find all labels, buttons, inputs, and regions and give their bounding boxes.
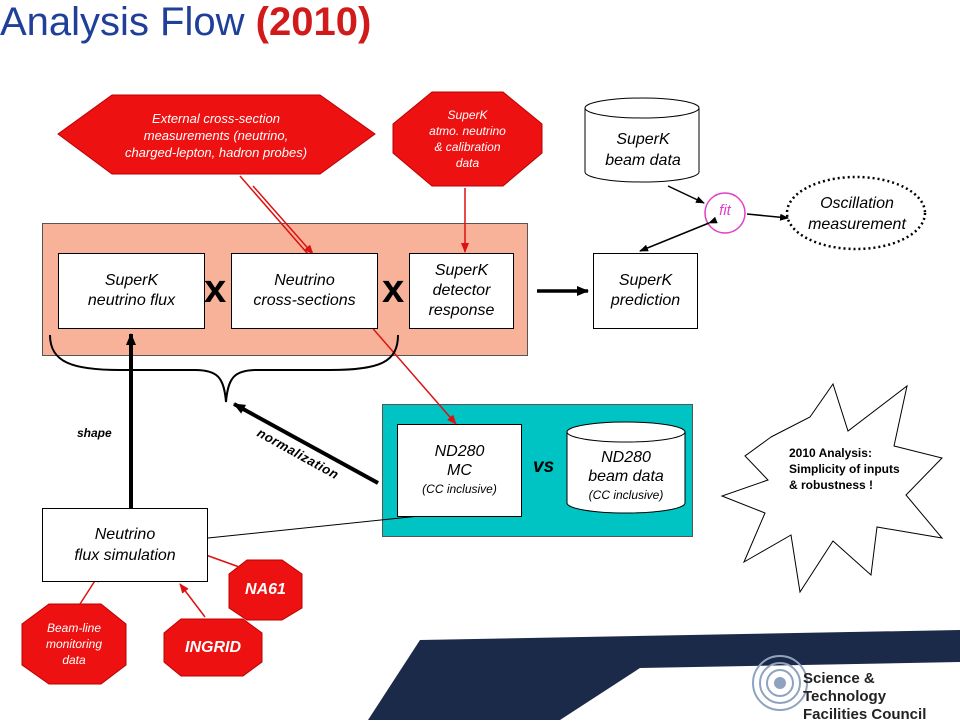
stfc-logo-line: Science & Technology (803, 670, 887, 705)
superk-beam-data-cylinder (584, 97, 700, 183)
stfc-logo-icon (752, 655, 808, 711)
superk-prediction-box: SuperK prediction (593, 253, 698, 329)
stfc-logo-text: Science & Technology Facilities Council (803, 670, 960, 724)
nd280-mc-line: ND280 (434, 443, 485, 460)
detector-response-line: detector (432, 282, 491, 299)
beamline-line: data (62, 653, 86, 667)
superk-atmo-line: atmo. neutrino (429, 124, 506, 138)
superk-atmo-line: SuperK (447, 108, 488, 122)
neutrino-xsec-box: Neutrino cross-sections (231, 253, 378, 329)
analysis-starburst (720, 382, 944, 594)
nd280-mc-box: ND280 MC (CC inclusive) (397, 424, 522, 517)
flux-simulation-line: flux simulation (74, 547, 176, 564)
detector-response-line: response (428, 302, 495, 319)
nd280-beam-data-line: ND280 (601, 448, 651, 466)
detector-response-line: SuperK (434, 262, 489, 279)
nd280-mc-line: MC (447, 462, 472, 479)
superk-beam-data-label: SuperK beam data (588, 124, 698, 176)
beamline-octagon (21, 603, 127, 685)
neutrino-xsec-line: Neutrino (274, 272, 335, 289)
beamline-line: Beam-line (46, 621, 102, 635)
flux-simulation-line: Neutrino (94, 526, 156, 543)
oscillation-ellipse (785, 175, 927, 251)
product-brace (49, 334, 399, 403)
shape-label: shape (77, 426, 112, 440)
nd280-beam-data-line: beam data (588, 467, 664, 485)
ingrid-label: INGRID (185, 638, 241, 656)
superk-flux-line: SuperK (104, 272, 159, 289)
page-title: Analysis Flow (2010) (0, 0, 960, 45)
arrow-ingrid-to-flux (179, 583, 206, 618)
superk-beam-data-line: SuperK (616, 131, 670, 148)
title-year: (2010) (255, 0, 372, 44)
detector-response-box: SuperK detector response (409, 253, 514, 329)
na61-octagon (228, 559, 303, 621)
arrow-xsec-to-cross-sections (252, 185, 314, 255)
superk-beam-data-line: beam data (605, 152, 681, 169)
superk-flux-box: SuperK neutrino flux (58, 253, 205, 329)
analysis-note-line: Simplicity of inputs (789, 462, 900, 476)
beamline-label: Beam-line monitoring data (22, 608, 126, 680)
external-xsec-label: External cross-section measurements (neu… (70, 100, 362, 170)
arrow-fit-to-prediction (639, 216, 718, 252)
superk-atmo-line: & calibration (434, 140, 501, 154)
superk-prediction-line: SuperK (618, 272, 673, 289)
vs-label: vs (533, 456, 555, 477)
neutrino-xsec-line: cross-sections (253, 292, 356, 309)
superk-atmo-octagon (392, 91, 543, 187)
analysis-note-line: & robustness ! (789, 478, 874, 492)
nd280-beam-data-subline: (CC inclusive) (588, 487, 664, 502)
oscillation-line: measurement (808, 216, 906, 233)
superk-flux-line: neutrino flux (87, 292, 176, 309)
external-xsec-line: charged-lepton, hadron probes) (124, 144, 308, 160)
external-xsec-hexagon (57, 94, 376, 175)
external-xsec-line: External cross-section (152, 110, 280, 126)
analysis-note: 2010 Analysis: Simplicity of inputs & ro… (789, 445, 900, 493)
superk-atmo-label: SuperK atmo. neutrino & calibration data (395, 96, 540, 182)
external-xsec-line: measurements (neutrino, (143, 127, 289, 143)
oscillation-label: Oscillation measurement (790, 192, 924, 236)
superk-prediction-line: prediction (610, 292, 681, 309)
arrow-nd280-normalization (233, 402, 379, 485)
footer-band-light (560, 662, 960, 720)
nd280-mc-subline: (CC inclusive) (422, 482, 497, 496)
analysis-note-line: 2010 Analysis: (789, 446, 872, 460)
fit-label: fit (719, 202, 731, 219)
flux-simulation-box: Neutrino flux simulation (42, 508, 208, 582)
nd280-beam-data-cylinder (566, 421, 686, 514)
ingrid-octagon (163, 618, 263, 677)
na61-label: NA61 (245, 581, 286, 598)
beamline-line: monitoring (45, 637, 103, 651)
nd280-beam-data-label: ND280 beam data (CC inclusive) (567, 444, 685, 508)
superk-atmo-line: data (455, 156, 480, 170)
arrow-beamdata-to-fit (667, 185, 705, 204)
title-main: Analysis Flow (0, 0, 245, 44)
oscillation-line: Oscillation (820, 195, 894, 212)
arrow-fit-to-oscillation (746, 213, 789, 221)
multiply-sign-1: x (204, 267, 227, 311)
multiply-sign-2: x (382, 267, 405, 311)
stfc-logo-line: Facilities Council (803, 706, 927, 723)
